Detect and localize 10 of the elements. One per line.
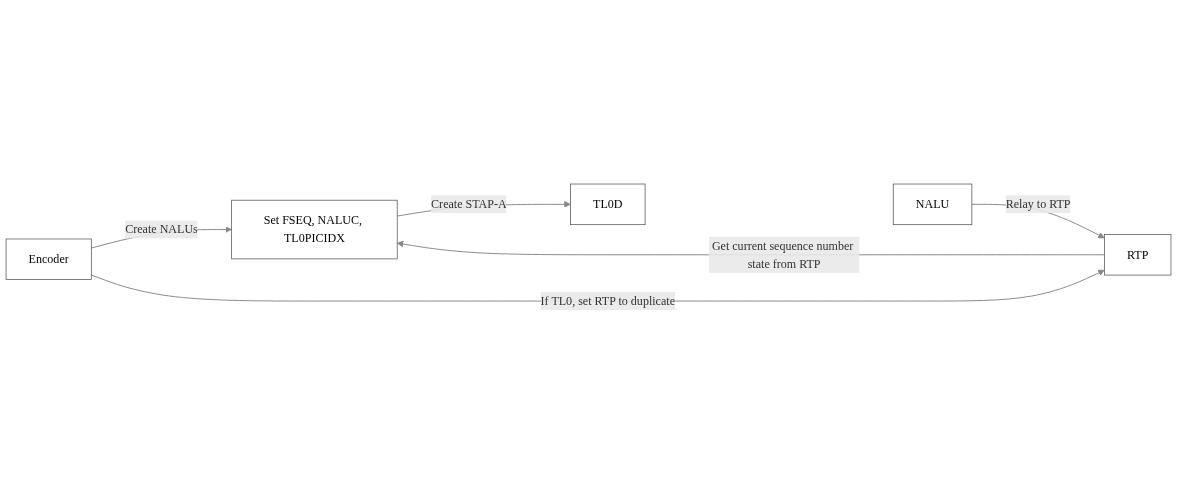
- edge-label: Get current sequence number state from RTP: [711, 239, 854, 271]
- node-box: Set FSEQ, NALUC, TL0PICIDX: [231, 200, 398, 260]
- edge-label: Create STAP-A: [431, 198, 507, 211]
- node-box: NALU: [892, 184, 973, 226]
- edge-label: Create NALUs: [125, 223, 198, 237]
- node-box: Encoder: [5, 239, 92, 281]
- node-box: RTP: [1104, 234, 1172, 276]
- edge-label: Relay to RTP: [1005, 198, 1071, 211]
- edge-label: If TL0, set RTP to duplicate: [540, 294, 675, 308]
- node-box: TL0D: [570, 184, 646, 226]
